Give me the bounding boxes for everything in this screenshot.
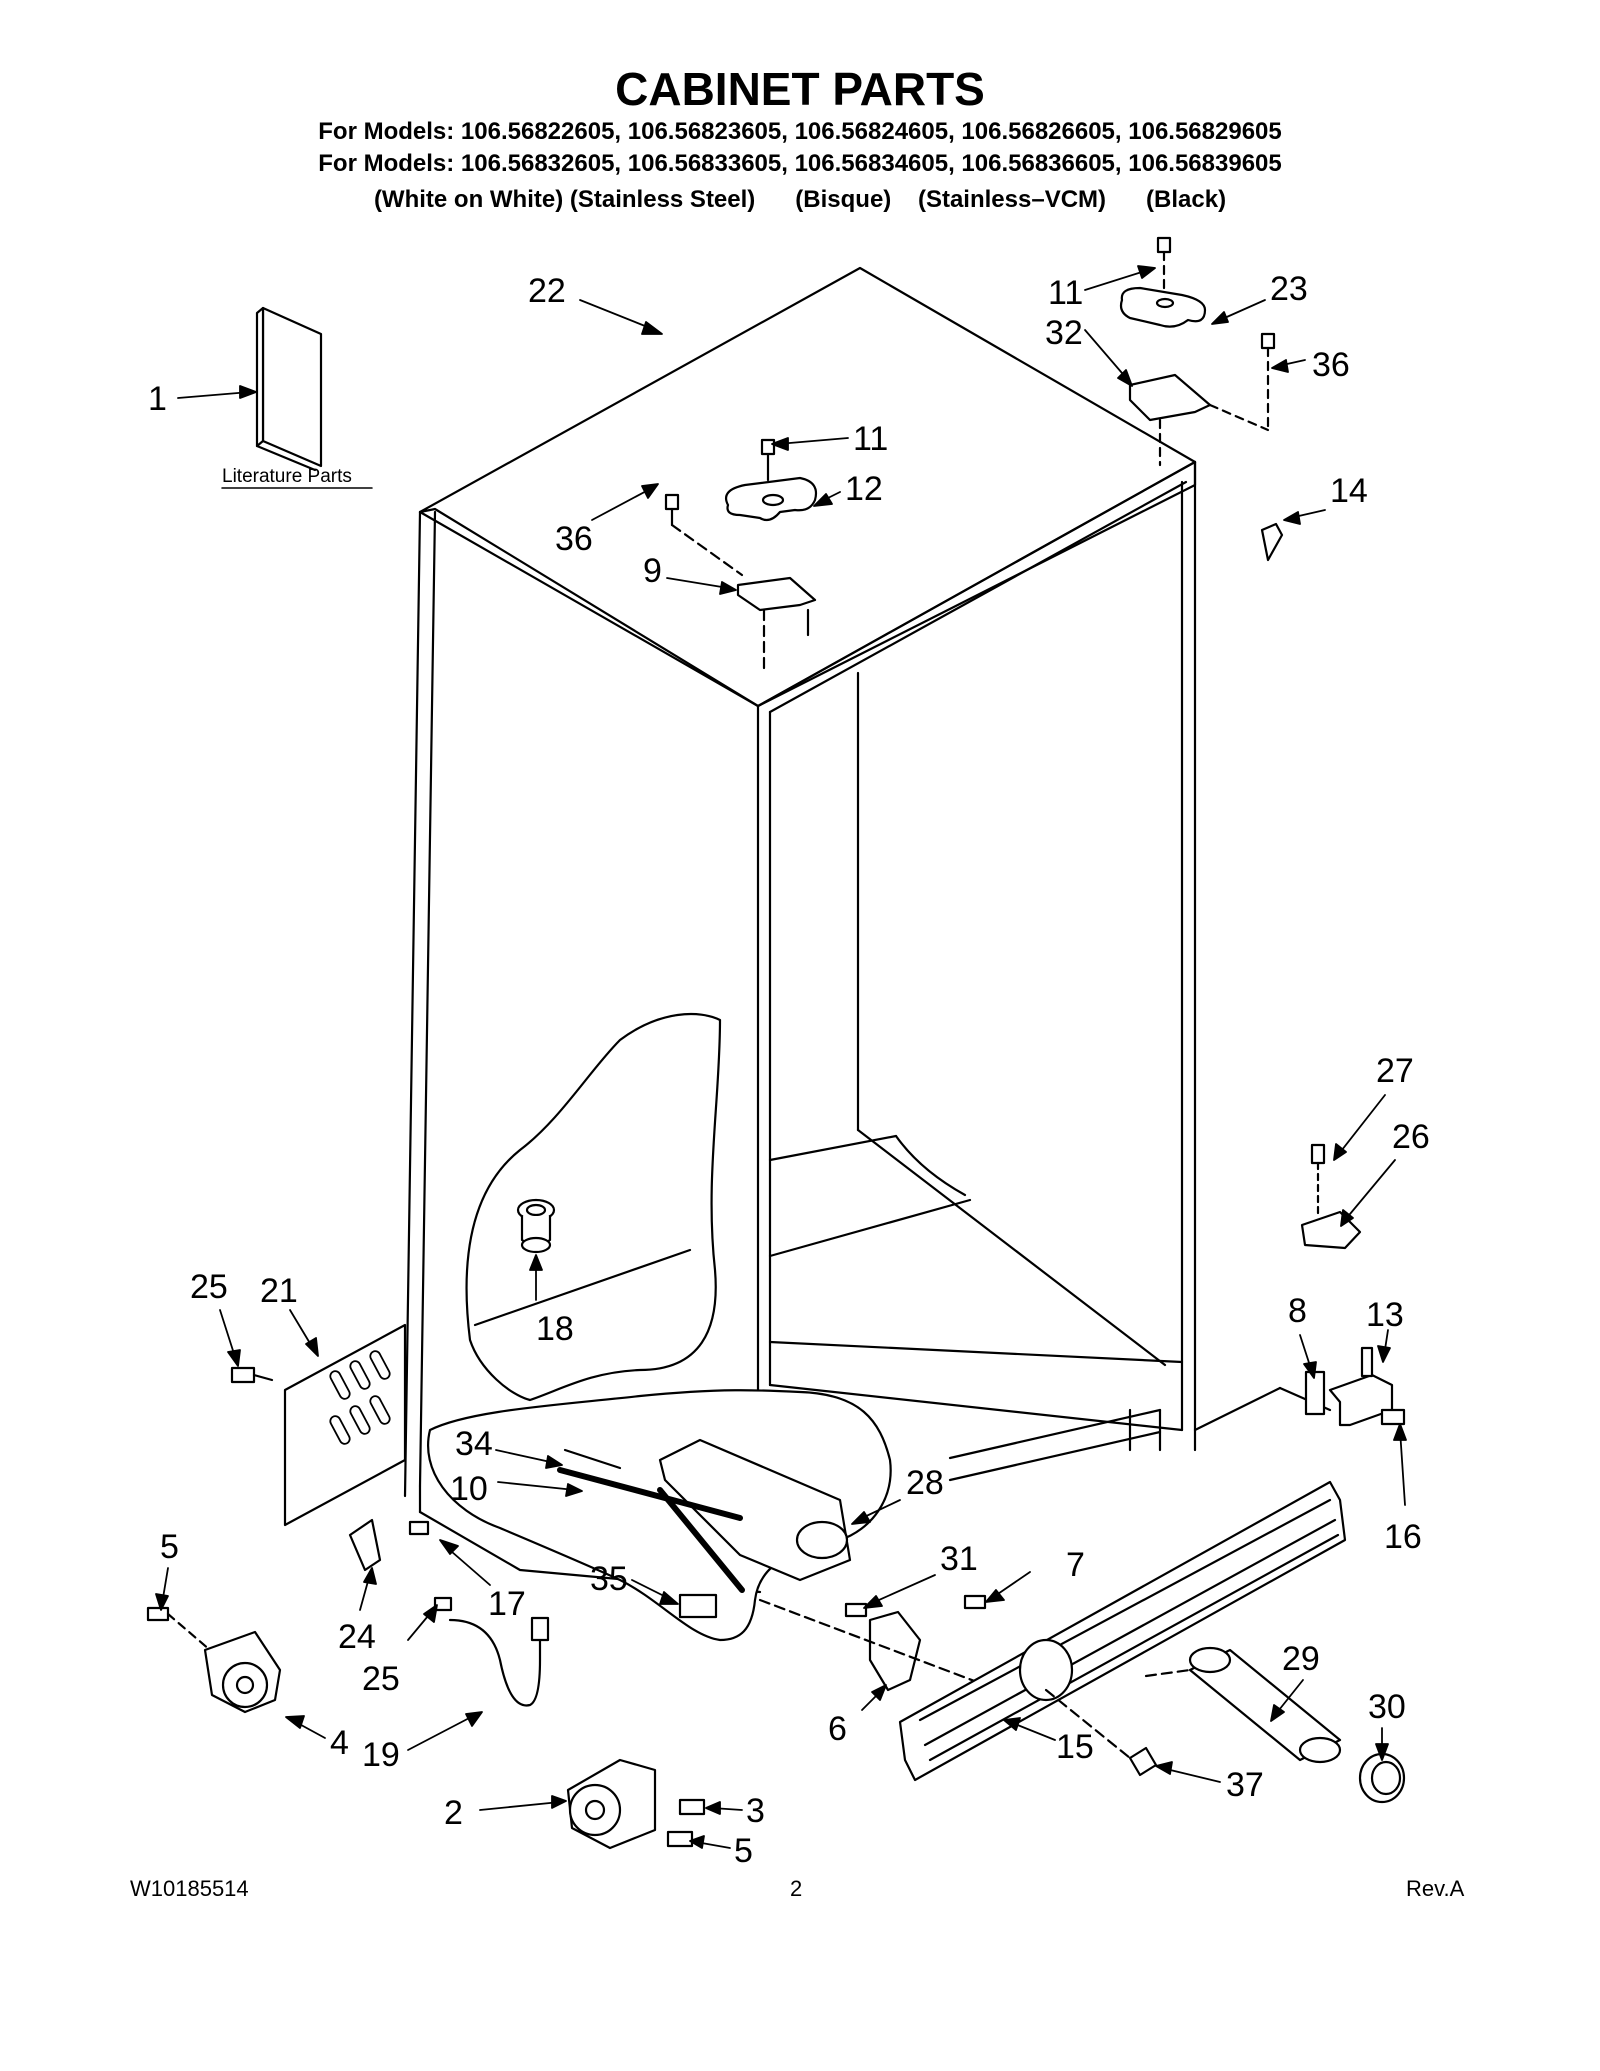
callout-15: 15	[1056, 1728, 1094, 1766]
callout-26: 26	[1392, 1118, 1430, 1156]
callout-35: 35	[590, 1560, 628, 1598]
water-filter-part-29	[1188, 1646, 1342, 1764]
callout-4: 4	[330, 1724, 349, 1762]
tube-part-19	[448, 1618, 542, 1707]
models-line-1: For Models: 106.56822605, 106.56823605, …	[318, 118, 1282, 145]
pin-part-13	[1360, 1346, 1374, 1378]
callout-19: 19	[362, 1736, 400, 1774]
callout-17: 17	[488, 1585, 526, 1623]
literature-parts-label: Literature Parts	[222, 466, 352, 487]
page-number: 2	[790, 1876, 803, 1901]
callout-34: 34	[455, 1425, 493, 1463]
callout-27: 27	[1376, 1052, 1414, 1090]
document-number: W10185514	[130, 1876, 249, 1901]
page-title: CABINET PARTS	[615, 63, 985, 115]
screw-part-5-upper	[146, 1606, 170, 1622]
screw-shank-25	[252, 1373, 274, 1382]
callout-30: 30	[1368, 1688, 1406, 1726]
models-line-2: For Models: 106.56832605, 106.56833605, …	[318, 150, 1282, 177]
top-hinge-assembly-left	[664, 438, 818, 672]
clip-part-14	[1260, 522, 1284, 562]
dashed-guide-6	[758, 1598, 987, 1687]
callout-8: 8	[1288, 1292, 1307, 1330]
callout-5-lower: 5	[734, 1832, 753, 1870]
callout-25-upper: 25	[190, 1268, 228, 1306]
callout-25-lower: 25	[362, 1660, 400, 1698]
callout-16: 16	[1384, 1518, 1422, 1556]
vent-grille-part-21	[283, 1323, 407, 1527]
literature-booklet	[255, 306, 323, 472]
callout-arrows	[155, 265, 1407, 1849]
callout-21: 21	[260, 1272, 298, 1310]
cutaway-shelf-line	[473, 1248, 692, 1327]
callout-18: 18	[536, 1310, 574, 1348]
top-hinge-assembly-right	[1119, 236, 1276, 467]
callout-36-left: 36	[555, 520, 593, 558]
callout-9: 9	[643, 552, 662, 590]
screw-part-7	[963, 1594, 987, 1610]
callout-37: 37	[1226, 1766, 1264, 1804]
callout-7: 7	[1066, 1546, 1085, 1584]
callout-22: 22	[528, 272, 566, 310]
callout-32: 32	[1045, 314, 1083, 352]
screw-part-25-upper	[230, 1366, 256, 1384]
screw-path-5	[166, 1612, 212, 1652]
callout-23: 23	[1270, 270, 1308, 308]
callout-31: 31	[940, 1540, 978, 1578]
callout-3: 3	[746, 1792, 765, 1830]
cutaway-freezer	[465, 1012, 722, 1402]
callout-12: 12	[845, 470, 883, 508]
callout-13: 13	[1366, 1296, 1404, 1334]
base-grille-part-15	[898, 1480, 1347, 1782]
bracket-part-24	[348, 1518, 382, 1572]
dashed-guide-29	[1144, 1668, 1192, 1678]
block-part-35	[678, 1593, 718, 1619]
callout-29: 29	[1282, 1640, 1320, 1678]
grommet-part-18	[516, 1198, 556, 1254]
model-finishes-line: (White on White) (Stainless Steel) (Bisq…	[373, 186, 1227, 213]
housing-part-28	[557, 1438, 852, 1593]
screw-part-3	[678, 1798, 706, 1816]
callout-36-right: 36	[1312, 346, 1350, 384]
screw-part-16	[1380, 1408, 1406, 1426]
callout-11-top-right: 11	[1048, 274, 1083, 312]
front-roller-part-4	[203, 1630, 282, 1714]
callout-2: 2	[444, 1794, 463, 1832]
adapter-part-37	[1128, 1746, 1158, 1777]
callout-14: 14	[1330, 472, 1368, 510]
callout-28: 28	[906, 1464, 944, 1502]
rear-roller-part-2	[566, 1758, 657, 1850]
callout-6: 6	[828, 1710, 847, 1748]
callout-5-upper: 5	[160, 1528, 179, 1566]
screw-part-17	[408, 1520, 430, 1536]
screw-part-5-lower	[666, 1830, 694, 1848]
filter-cap-part-30	[1358, 1752, 1406, 1804]
hinge-part-13	[1328, 1373, 1394, 1427]
callout-1: 1	[148, 380, 167, 418]
tube-fitting-19	[530, 1616, 550, 1642]
callout-11-left: 11	[853, 420, 888, 458]
callout-10: 10	[450, 1470, 488, 1508]
shim-part-8	[1304, 1370, 1326, 1416]
screw-part-27	[1310, 1143, 1326, 1165]
screw-part-25-lower	[433, 1596, 453, 1612]
screw-part-31	[844, 1602, 868, 1618]
callout-24: 24	[338, 1618, 376, 1656]
revision-label: Rev.A	[1406, 1876, 1465, 1901]
dashed-guide-37	[1044, 1688, 1132, 1760]
